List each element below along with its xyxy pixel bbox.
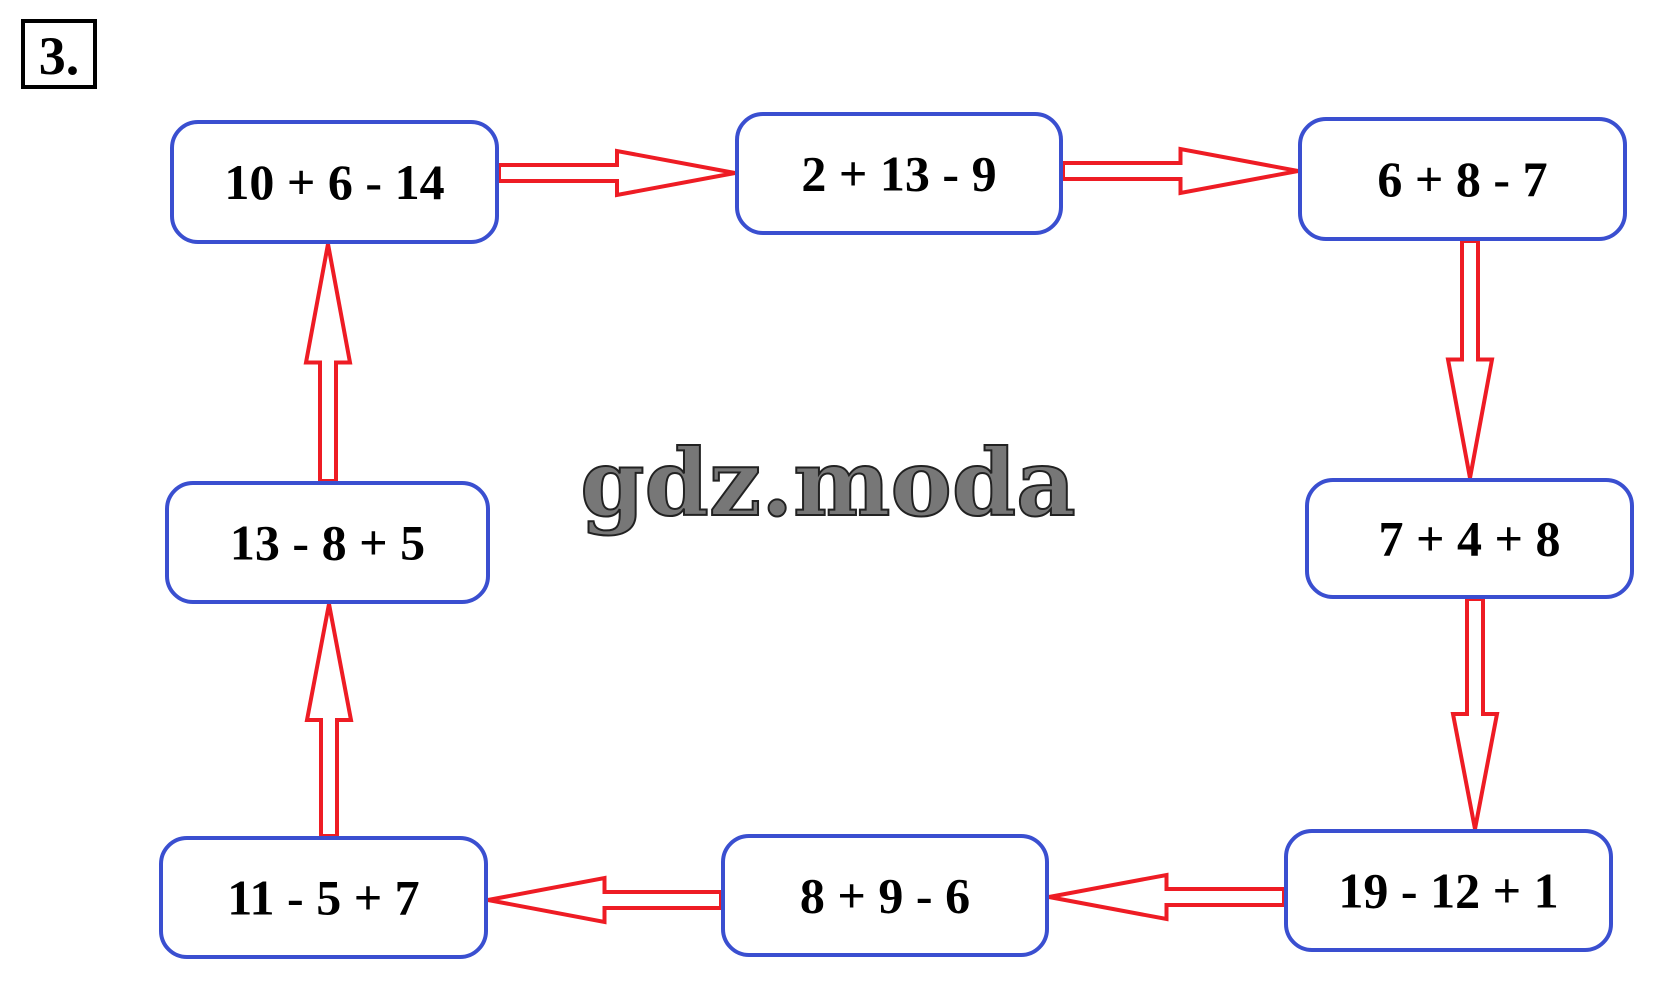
expression-text: 13 - 8 + 5 (230, 515, 425, 571)
arrow-up-icon (304, 603, 354, 838)
expression-box-top-left: 10 + 6 - 14 (170, 120, 499, 244)
arrow-down-icon (1445, 239, 1495, 479)
svg-text:3.: 3. (39, 26, 80, 86)
box-border (735, 112, 1063, 235)
expression-box-bottom-right: 19 - 12 + 1 (1284, 829, 1613, 952)
arrow-right-icon (1061, 146, 1299, 196)
expression-box-bottom-middle: 8 + 9 - 6 (721, 834, 1049, 957)
box-border (1298, 117, 1627, 241)
expression-text: 10 + 6 - 14 (224, 154, 444, 210)
box-border (721, 834, 1049, 957)
box-border (1284, 829, 1613, 952)
arrow-left-icon (487, 875, 723, 925)
arrow-up-icon (303, 243, 353, 483)
expression-text: 19 - 12 + 1 (1338, 863, 1558, 919)
expression-box-middle-right: 7 + 4 + 8 (1305, 478, 1634, 599)
box-border (1305, 478, 1634, 599)
box-border (165, 481, 490, 604)
expression-text: 7 + 4 + 8 (1379, 511, 1561, 567)
expression-box-bottom-left: 11 - 5 + 7 (159, 836, 488, 959)
box-border (159, 836, 488, 959)
box-border (170, 120, 499, 244)
arrow-left-icon (1048, 872, 1286, 922)
expression-text: 8 + 9 - 6 (800, 868, 970, 924)
expression-text: 11 - 5 + 7 (227, 870, 419, 926)
arrow-right-icon (497, 148, 736, 198)
expression-box-middle-left: 13 - 8 + 5 (165, 481, 490, 604)
arrow-down-icon (1450, 597, 1500, 830)
expression-box-top-middle: 2 + 13 - 9 (735, 112, 1063, 235)
expression-box-top-right: 6 + 8 - 7 (1298, 117, 1627, 241)
watermark: gdz.moda (580, 429, 1076, 537)
task-number: 3. (21, 19, 97, 89)
expression-text: 2 + 13 - 9 (801, 146, 996, 202)
expression-text: 6 + 8 - 7 (1377, 151, 1547, 207)
